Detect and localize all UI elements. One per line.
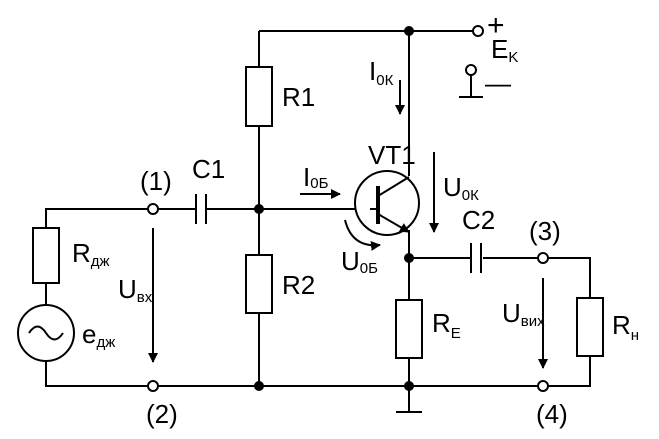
label-uvyx: Uвих [502,298,545,330]
arrows [148,80,548,369]
label-r2: R2 [282,270,315,300]
label-c2: C2 [462,205,495,235]
signal-generator [17,304,75,362]
label-rdzh: Rдж [72,238,110,270]
c2-capacitor [470,243,482,273]
transistor-vt1 [354,170,420,236]
label-edzh: eдж [82,319,115,351]
label-plus: + [487,9,505,42]
label-uvx: Uвх [118,274,153,306]
label-r1: R1 [282,82,315,112]
label-vt1: VT1 [368,140,416,170]
label-re: RE [432,308,461,342]
u0b-arrow [344,219,381,251]
label-u0k: U0К [443,172,479,204]
label-u0b: U0Б [341,246,378,277]
label-rn: Rн [612,310,639,344]
label-node3: (3) [529,216,561,246]
rn-bottom-wire [543,356,591,387]
label-node4: (4) [536,399,568,429]
r2-resistor [245,254,273,314]
output-wire-right [483,257,591,298]
label-ek: EK [491,34,518,66]
terminals [147,25,549,392]
c1-capacitor [195,194,207,224]
label-node2: (2) [146,399,178,429]
generator-loop-bottom [45,361,153,387]
rdzh-resistor [32,227,60,284]
re-resistor [395,299,423,359]
label-node1: (1) [140,166,172,196]
label-c1: C1 [192,154,225,184]
junction-dots [254,26,414,391]
label-i0k: I0К [369,56,394,89]
rn-resistor [576,297,604,357]
label-minus: — [485,68,511,98]
generator-loop-top [45,208,153,228]
r1-resistor [245,66,273,127]
label-i0b: I0Б [303,162,329,192]
